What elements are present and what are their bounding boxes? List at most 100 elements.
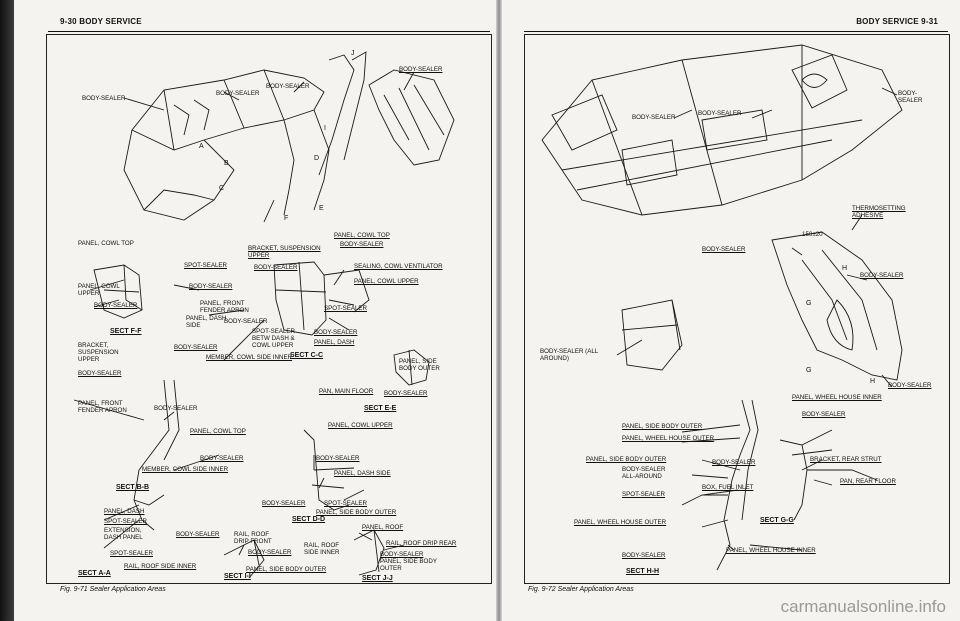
label-body-sealer: BODY-SEALER [262, 500, 306, 507]
label-panel-cowl-upper: PANEL, COWL UPPER [328, 422, 393, 429]
label-body-sealer: BODY-SEALER [254, 264, 298, 271]
binding-edge [0, 0, 14, 621]
label-body-sealer: BODY-SEALER [314, 329, 358, 336]
section-label: SECT H-H [626, 568, 660, 575]
section-label: SECT J-J [362, 575, 393, 582]
label-body-sealer: BODY-SEALER [94, 302, 138, 309]
label-body-sealer: BODY-SEALER [224, 318, 268, 325]
label-bracket-suspension-upper: BRACKET, SUSPENSION UPPER [78, 342, 119, 363]
figure-caption: Fig. 9-71 Sealer Application Areas [60, 586, 166, 593]
right-page: BODY SERVICE 9-31 [502, 0, 960, 621]
callout-letter: J [351, 50, 355, 57]
label-panel-cowl-top: PANEL, COWL TOP [334, 232, 390, 239]
label-body-sealer-all-around: BODY-SEALER ALL-AROUND [622, 466, 666, 480]
label-panel-roof: PANEL, ROOF [362, 524, 404, 531]
label-pan-main-floor: PAN, MAIN FLOOR [319, 388, 374, 395]
label-spot-sealer: SPOT-SEALER [622, 491, 665, 498]
figure-frame [46, 34, 492, 584]
callout-letter: B [224, 160, 229, 167]
label-body-sealer: BODY-SEALER [399, 66, 443, 73]
section-label: SECT F-F [110, 328, 142, 335]
right-figure-illustration [541, 44, 903, 571]
label-panel-wheel-house-outer: PANEL, WHEEL HOUSE OUTER [574, 519, 667, 526]
label-body-sealer: BODY-SEALER [78, 370, 122, 377]
label-body-sealer: BODY- SEALER [898, 90, 923, 104]
header-rule [48, 31, 490, 32]
left-page: 9-30 BODY SERVICE [14, 0, 496, 621]
callout-letter: E [319, 205, 324, 212]
label-body-sealer: BODY-SEALER [702, 246, 746, 253]
label-panel-cowl-upper: PANEL, COWL UPPER [354, 278, 419, 285]
section-label: SECT B-B [116, 484, 150, 491]
label-rail-roof-side-inner: RAIL, ROOF SIDE INNER [304, 542, 340, 556]
label-spot-sealer: SPOT-SEALER [184, 262, 227, 269]
label-body-sealer: BODY-SEALER [888, 382, 932, 389]
left-figure-illustration [73, 51, 455, 579]
label-rail-roof-drip-rear: RAIL, ROOF DRIP REAR [386, 540, 457, 547]
header-rule [524, 31, 948, 32]
section-label: SECT D-D [292, 516, 326, 523]
figure-frame [524, 34, 950, 584]
label-body-sealer: BODY-SEALER [189, 283, 233, 290]
label-panel-side-body-outer: PANEL, SIDE BODY OUTER [246, 566, 327, 573]
label-box-fuel-inlet: BOX, FUEL INLET [702, 484, 754, 491]
left-page-header: 9-30 BODY SERVICE [60, 17, 142, 26]
label-dimension: 150±20 [802, 231, 823, 238]
label-panel-wheel-house-inner: PANEL, WHEEL HOUSE INNER [792, 394, 882, 401]
label-body-sealer: BODY-SEALER [380, 551, 424, 558]
callout-letter: A [199, 143, 204, 150]
label-body-sealer: BODY-SEALER [340, 241, 384, 248]
label-member-cowl-side-inner: MEMBER, COWL SIDE INNER [206, 354, 293, 361]
label-body-sealer: BODY-SEALER [622, 552, 666, 559]
label-body-sealer: BODY-SEALER [176, 531, 220, 538]
label-body-sealer: BODY-SEALER [248, 549, 292, 556]
figure-caption: Fig. 9-72 Sealer Application Areas [528, 586, 634, 593]
label-panel-cowl-upper: PANEL, COWL UPPER [78, 283, 120, 297]
callout-letter: F [284, 215, 289, 222]
label-extension-dash-panel: EXTENSION, DASH PANEL [104, 527, 143, 541]
watermark: carmanualsonline.info [780, 597, 946, 616]
label-panel-side-body-outer: PANEL, SIDE BODY OUTER [586, 456, 667, 463]
callout-letter: G [806, 367, 812, 374]
label-panel-dash-side: PANEL, DASH SIDE [186, 315, 227, 329]
callout-letter: H [870, 378, 876, 385]
callout-letter: C [219, 185, 225, 192]
label-spot-sealer: SPOT-SEALER [104, 518, 147, 525]
label-bracket-rear-strut: BRACKET, REAR STRUT [810, 456, 882, 463]
label-panel-side-body-outer: PANEL, SIDE BODY OUTER [316, 509, 397, 516]
callout-letter: H [842, 265, 848, 272]
label-spot-sealer: SPOT-SEALER [110, 550, 153, 557]
label-panel-cowl-top: PANEL, COWL TOP [78, 240, 134, 247]
label-body-sealer: BODY-SEALER [200, 455, 244, 462]
label-pan-rear-floor: PAN, REAR FLOOR [840, 478, 896, 485]
callout-letter: G [806, 300, 812, 307]
label-panel-side-body-outer: PANEL, SIDE BODY OUTER [399, 358, 440, 372]
label-body-sealer: BODY-SEALER [216, 90, 260, 97]
label-thermosetting-adhesive: THERMOSETTING ADHESIVE [852, 205, 906, 219]
label-body-sealer: BODY-SEALER [384, 390, 428, 397]
label-body-sealer-all-around: BODY-SEALER (ALL AROUND) [540, 348, 599, 362]
callout-letter: D [314, 155, 320, 162]
label-panel-side-body-outer: PANEL, SIDE BODY OUTER [380, 558, 437, 572]
label-panel-dash: PANEL, DASH [104, 508, 145, 515]
label-member-cowl-side-inner: MEMBER, COWL SIDE INNER [142, 466, 229, 473]
label-panel-cowl-top: PANEL, COWL TOP [190, 428, 246, 435]
label-body-sealer: BODY-SEALER [316, 455, 360, 462]
label-panel-front-fender-apron: PANEL, FRONT FENDER APRON [78, 400, 127, 414]
label-spot-sealer-betw-dash: SPOT-SEALER BETW DASH & COWL UPPER [252, 328, 295, 349]
label-panel-wheel-house-outer: PANEL, WHEEL HOUSE OUTER [622, 435, 715, 442]
label-panel-side-body-outer: PANEL, SIDE BODY OUTER [622, 423, 703, 430]
label-panel-wheel-house-inner: PANEL, WHEEL HOUSE INNER [726, 547, 816, 554]
label-sealing-cowl-ventilator: SEALING, COWL VENTILATOR [354, 263, 443, 270]
section-label: SECT A-A [78, 570, 111, 577]
label-panel-dash-side: PANEL, DASH SIDE [334, 470, 391, 477]
label-body-sealer: BODY-SEALER [154, 405, 198, 412]
callout-letter: I [324, 125, 326, 132]
label-spot-sealer: SPOT-SEALER [324, 500, 367, 507]
label-rail-roof-drip-front: RAIL, ROOF DRIP FRONT [234, 531, 272, 545]
label-body-sealer: BODY-SEALER [82, 95, 126, 102]
label-body-sealer: BODY-SEALER [712, 459, 756, 466]
label-body-sealer: BODY-SEALER [174, 344, 218, 351]
label-bracket-suspension-upper: BRACKET, SUSPENSION UPPER [248, 245, 321, 259]
